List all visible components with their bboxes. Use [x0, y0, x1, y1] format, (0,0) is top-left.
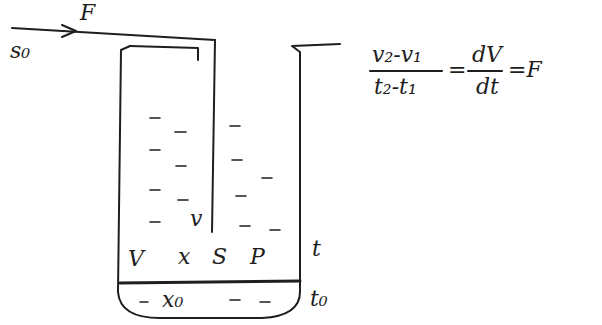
liquid-dashes [140, 118, 280, 302]
feed-pipe [212, 40, 215, 232]
product-label: P [250, 246, 265, 268]
time-label: t₀ [310, 288, 328, 310]
equation-denominator: dt [476, 76, 499, 98]
time-label: t [312, 238, 321, 260]
biomass-label: x [178, 246, 190, 268]
fraction-bar [468, 70, 502, 72]
equation-numerator: v₂-v₁ [372, 44, 422, 66]
vessel-outline [118, 44, 340, 318]
fraction-bar [370, 70, 442, 72]
biomass-label: x₀ [162, 289, 183, 311]
equation-sign: = [448, 59, 466, 81]
equation-denominator: t₂-t₁ [374, 76, 417, 98]
substrate-label: s₀ [10, 40, 30, 62]
volume-label: V [128, 248, 144, 270]
equation-sign: =F [508, 59, 542, 81]
initial-level-line [120, 281, 300, 283]
substrate-label: S [212, 246, 227, 268]
volume-label: v [190, 208, 202, 230]
feed-line [12, 28, 215, 40]
vessel-lid [130, 46, 198, 60]
feed-arrowhead [62, 25, 76, 37]
flow-label: F [80, 2, 95, 24]
equation-numerator: dV [472, 44, 502, 66]
